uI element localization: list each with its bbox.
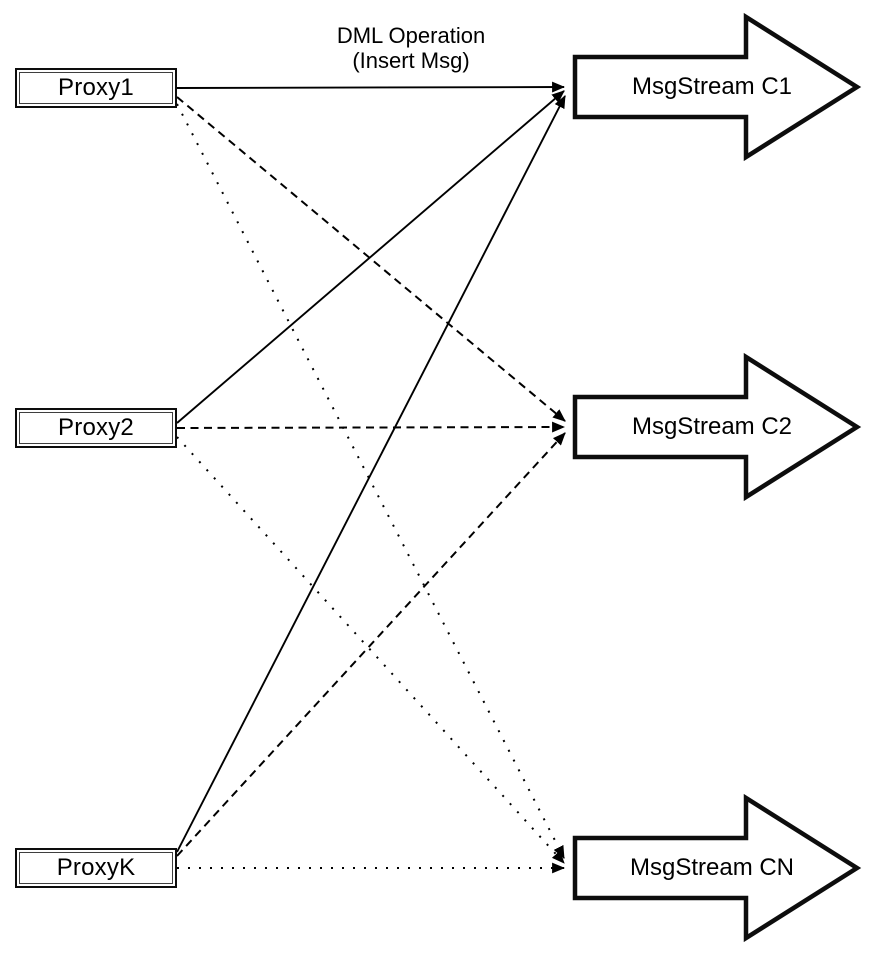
node-proxyk-label: ProxyK (19, 852, 173, 884)
edge-proxy1-c1 (176, 81, 566, 93)
msgstream-c1-label: MsgStream C1 (631, 73, 793, 100)
dashed-edges (176, 96, 566, 857)
node-proxy1-label: Proxy1 (19, 72, 173, 104)
solid-edges (176, 81, 566, 853)
annotation-line1: DML Operation (336, 23, 486, 48)
dotted-edges (176, 103, 566, 874)
edge-proxy2-c2 (176, 421, 566, 433)
node-proxyk: ProxyK (15, 848, 177, 888)
edge-proxy1-cn (176, 103, 565, 859)
edge-proxy2-c1 (176, 90, 565, 424)
edge-proxy2-cn (176, 436, 565, 864)
msgstream-c2-arrow-shape (572, 352, 862, 502)
dml-operation-annotation: DML Operation (Insert Msg) (301, 23, 521, 73)
edge-proxyk-c2 (176, 432, 566, 857)
msgstream-c2-label: MsgStream C2 (631, 413, 793, 440)
edge-proxyk-c1 (176, 95, 566, 853)
msgstream-c1-arrow-shape (572, 12, 862, 162)
msgstream-cn-arrow-shape (572, 793, 862, 943)
node-proxy2-label: Proxy2 (19, 412, 173, 444)
node-proxy2: Proxy2 (15, 408, 177, 448)
edge-proxy1-c2 (176, 96, 566, 422)
node-proxy1: Proxy1 (15, 68, 177, 108)
msgstream-cn-label: MsgStream CN (629, 854, 795, 881)
annotation-line2: (Insert Msg) (352, 48, 470, 73)
